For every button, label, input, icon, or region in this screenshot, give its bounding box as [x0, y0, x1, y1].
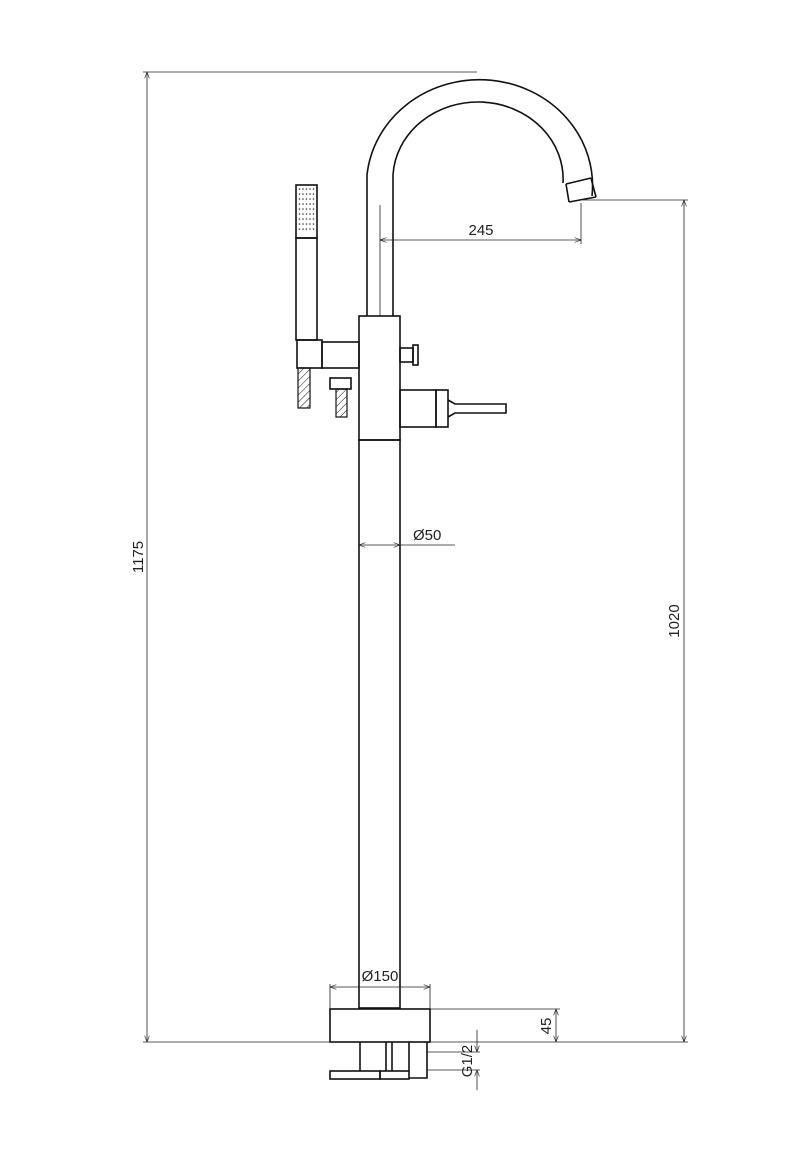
supply-pipe	[335, 388, 348, 418]
thread-label: G1/2	[459, 1045, 476, 1078]
nozzle-dot	[302, 188, 304, 190]
nozzle-dot	[298, 203, 301, 205]
total-height-label: 1175	[130, 541, 147, 573]
nozzle-dot	[298, 213, 301, 215]
spout	[366, 78, 597, 316]
nozzle-dot	[309, 228, 311, 230]
spout-reach-label: 245	[468, 222, 493, 239]
nozzle-dot	[305, 208, 308, 210]
floor-base	[329, 1008, 431, 1043]
nozzle-dot	[312, 213, 315, 215]
nozzle-dot	[302, 223, 304, 225]
nozzle-dot	[302, 193, 304, 195]
hose-connection	[297, 367, 311, 409]
nozzle-dot	[309, 198, 311, 200]
nozzle-dot	[302, 218, 304, 220]
shower-holder	[296, 339, 323, 369]
nozzle-dot	[302, 203, 304, 205]
nozzle-dot	[312, 198, 315, 200]
nozzle-dot	[312, 228, 315, 230]
nozzle-dot	[298, 198, 301, 200]
nozzle-dot	[309, 203, 311, 205]
column-diameter-label: Ø50	[413, 527, 441, 544]
dimension-thread: G1/2	[427, 1030, 480, 1090]
nozzle-dot	[302, 208, 304, 210]
nozzle-dot	[305, 193, 308, 195]
nozzle-dot	[305, 203, 308, 205]
nozzle-dot	[302, 198, 304, 200]
nozzle-dot	[305, 218, 308, 220]
nozzle-dot	[298, 228, 301, 230]
nozzle-dot	[312, 203, 315, 205]
dimension-spout-reach: 245	[379, 203, 582, 316]
nozzle-dot	[305, 228, 308, 230]
base-diameter-label: Ø150	[362, 968, 399, 985]
holder-arm	[321, 341, 360, 369]
nozzle-dot	[298, 188, 301, 190]
base-height-label: 45	[538, 1018, 555, 1035]
nozzle-dot	[298, 193, 301, 195]
floor-connection	[329, 1042, 428, 1080]
nozzle-dot	[302, 228, 304, 230]
nozzle-dot	[312, 193, 315, 195]
dimension-total-height: 1175	[130, 71, 477, 1043]
mixer-body	[358, 315, 401, 441]
spout-outlet	[565, 177, 597, 203]
hand-shower	[295, 184, 360, 418]
nozzle-dot	[309, 188, 311, 190]
dimension-base-height: 45	[430, 1008, 560, 1042]
diverter-button	[399, 344, 419, 366]
nozzle-dot	[298, 223, 301, 225]
nozzle-dot	[312, 223, 315, 225]
nozzle-dot	[305, 213, 308, 215]
nozzle-dot	[312, 208, 315, 210]
dimension-spout-height: 1020	[430, 199, 688, 1043]
nozzle-dot	[312, 218, 315, 220]
nozzle-dot	[309, 218, 311, 220]
column	[358, 439, 401, 1009]
spout-height-label: 1020	[666, 604, 683, 637]
nozzle-dot	[298, 208, 301, 210]
dimension-column-diameter: Ø50	[359, 527, 455, 545]
nozzle-dot	[309, 223, 311, 225]
nozzle-dot	[305, 198, 308, 200]
nozzle-dot	[309, 213, 311, 215]
shower-head	[295, 184, 318, 239]
nozzle-dot	[309, 208, 311, 210]
nozzle-dot	[302, 213, 304, 215]
nozzle-dot	[305, 188, 308, 190]
nut	[329, 377, 352, 390]
nozzle-dot	[305, 223, 308, 225]
nozzle-dot	[298, 218, 301, 220]
nozzle-dot	[309, 193, 311, 195]
nozzle-dot	[312, 188, 315, 190]
dimension-base-diameter: Ø150	[329, 968, 431, 1009]
shower-handle	[295, 237, 318, 341]
mixer-lever	[399, 389, 507, 428]
